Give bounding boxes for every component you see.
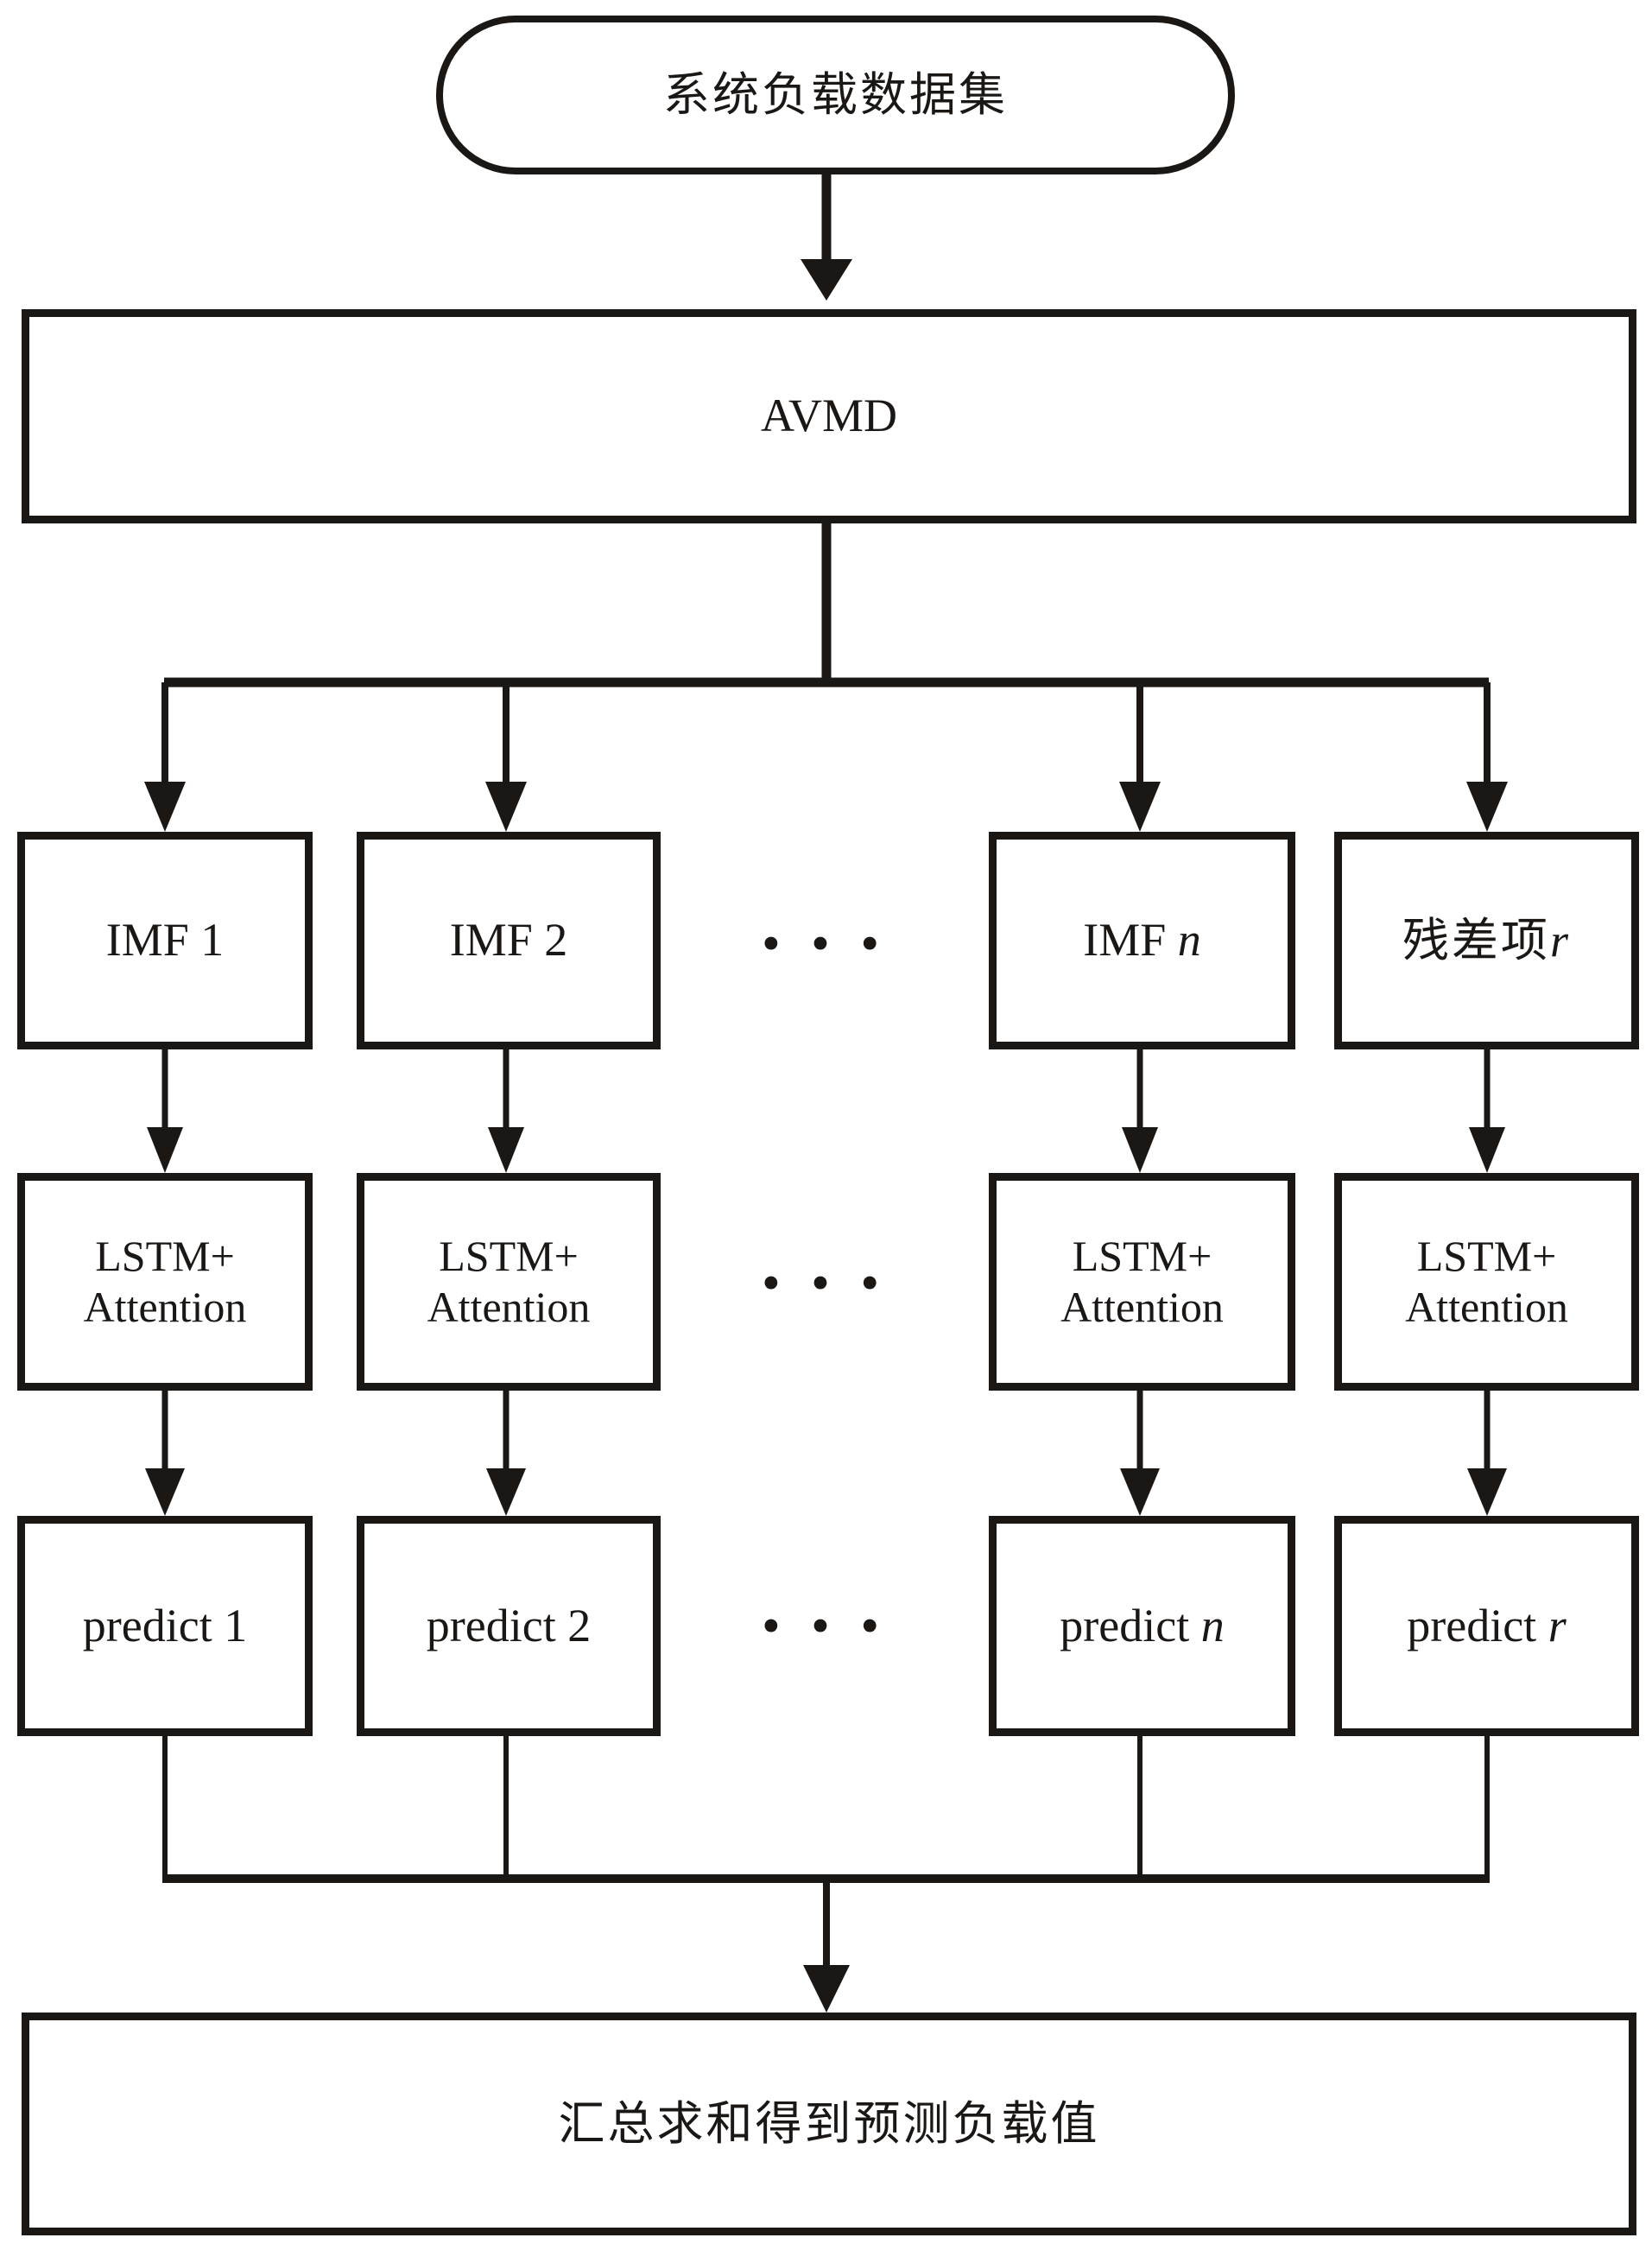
connector-model-r-to-predict-r xyxy=(1467,1391,1507,1516)
predict-text-plain: predict 1 xyxy=(82,1599,248,1651)
model-line-1: LSTM+ xyxy=(1416,1232,1557,1280)
connector-avmd-branch-bus xyxy=(164,523,1489,688)
ellipsis-model-row: • • • xyxy=(761,1254,889,1313)
predict-text-italic: r xyxy=(1548,1599,1567,1651)
connector-residual-to-model-r xyxy=(1469,1049,1505,1173)
ellipsis-predict-row: • • • xyxy=(761,1597,889,1656)
node-component-imf-2-label: IMF 2 xyxy=(364,913,653,968)
component-text-italic: r xyxy=(1549,914,1571,967)
component-text-plain: IMF 1 xyxy=(105,914,225,967)
model-line-2: Attention xyxy=(427,1283,591,1331)
node-dataset[interactable]: 系统负载数据集 xyxy=(436,16,1235,174)
node-component-imf-n[interactable]: IMF n xyxy=(989,832,1295,1049)
component-text-italic: n xyxy=(1177,914,1201,967)
node-predict-r[interactable]: predict r xyxy=(1334,1516,1639,1736)
node-avmd[interactable]: AVMD xyxy=(22,309,1636,523)
node-model-n[interactable]: LSTM+ Attention xyxy=(989,1173,1295,1391)
connector-model-2-to-predict-2 xyxy=(486,1391,526,1516)
connector-imf-n-to-model-n xyxy=(1122,1049,1158,1173)
node-dataset-label: 系统负载数据集 xyxy=(663,67,1008,123)
model-line-1: LSTM+ xyxy=(1072,1232,1212,1280)
component-text-plain: IMF 2 xyxy=(449,914,568,967)
node-component-imf-1-label: IMF 1 xyxy=(25,913,305,968)
node-predict-1-label: predict 1 xyxy=(25,1599,305,1654)
connector-branch-to-residual xyxy=(1466,682,1508,832)
model-line-1: LSTM+ xyxy=(95,1232,235,1280)
node-aggregate-label: 汇总求和得到预测负载值 xyxy=(558,2096,1100,2152)
node-component-imf-n-label: IMF n xyxy=(997,913,1288,968)
node-model-2[interactable]: LSTM+ Attention xyxy=(357,1173,661,1391)
node-avmd-label: AVMD xyxy=(760,390,898,442)
component-text-plain: IMF xyxy=(1083,914,1178,967)
predict-text-plain: predict 2 xyxy=(426,1599,592,1651)
node-model-r-label: LSTM+ Attention xyxy=(1342,1231,1631,1333)
node-predict-r-label: predict r xyxy=(1342,1599,1631,1654)
connector-model-1-to-predict-1 xyxy=(145,1391,185,1516)
connector-predicts-merge-bus xyxy=(162,1736,1490,1883)
predict-text-plain: predict xyxy=(1060,1599,1201,1651)
node-component-residual[interactable]: 残差项r xyxy=(1334,832,1639,1049)
node-component-residual-label: 残差项r xyxy=(1342,913,1631,969)
node-component-imf-2[interactable]: IMF 2 xyxy=(357,832,661,1049)
component-text-plain: 残差项 xyxy=(1402,912,1550,967)
connector-merge-to-aggregate xyxy=(803,1879,850,2013)
connector-branch-to-imf-1 xyxy=(144,682,186,832)
node-model-1[interactable]: LSTM+ Attention xyxy=(17,1173,313,1391)
node-component-imf-1[interactable]: IMF 1 xyxy=(17,832,313,1049)
connector-imf-1-to-model-1 xyxy=(147,1049,183,1173)
connector-dataset-to-avmd xyxy=(801,173,852,301)
connector-imf-2-to-model-2 xyxy=(488,1049,524,1173)
model-line-1: LSTM+ xyxy=(439,1232,579,1280)
connector-model-n-to-predict-n xyxy=(1120,1391,1160,1516)
model-line-2: Attention xyxy=(1405,1283,1568,1331)
model-line-2: Attention xyxy=(1060,1283,1224,1331)
ellipsis-component-row: • • • xyxy=(761,915,889,973)
predict-text-plain: predict xyxy=(1407,1599,1548,1651)
node-predict-n-label: predict n xyxy=(997,1599,1288,1654)
node-predict-n[interactable]: predict n xyxy=(989,1516,1295,1736)
node-model-1-label: LSTM+ Attention xyxy=(25,1231,305,1333)
node-model-n-label: LSTM+ Attention xyxy=(997,1231,1288,1333)
node-predict-2-label: predict 2 xyxy=(364,1599,653,1654)
node-model-r[interactable]: LSTM+ Attention xyxy=(1334,1173,1639,1391)
connector-branch-to-imf-n xyxy=(1119,682,1161,832)
node-predict-2[interactable]: predict 2 xyxy=(357,1516,661,1736)
predict-text-italic: n xyxy=(1200,1599,1225,1651)
node-model-2-label: LSTM+ Attention xyxy=(364,1231,653,1333)
model-line-2: Attention xyxy=(83,1283,247,1331)
connector-branch-to-imf-2 xyxy=(485,682,527,832)
node-aggregate[interactable]: 汇总求和得到预测负载值 xyxy=(22,2013,1636,2235)
node-predict-1[interactable]: predict 1 xyxy=(17,1516,313,1736)
